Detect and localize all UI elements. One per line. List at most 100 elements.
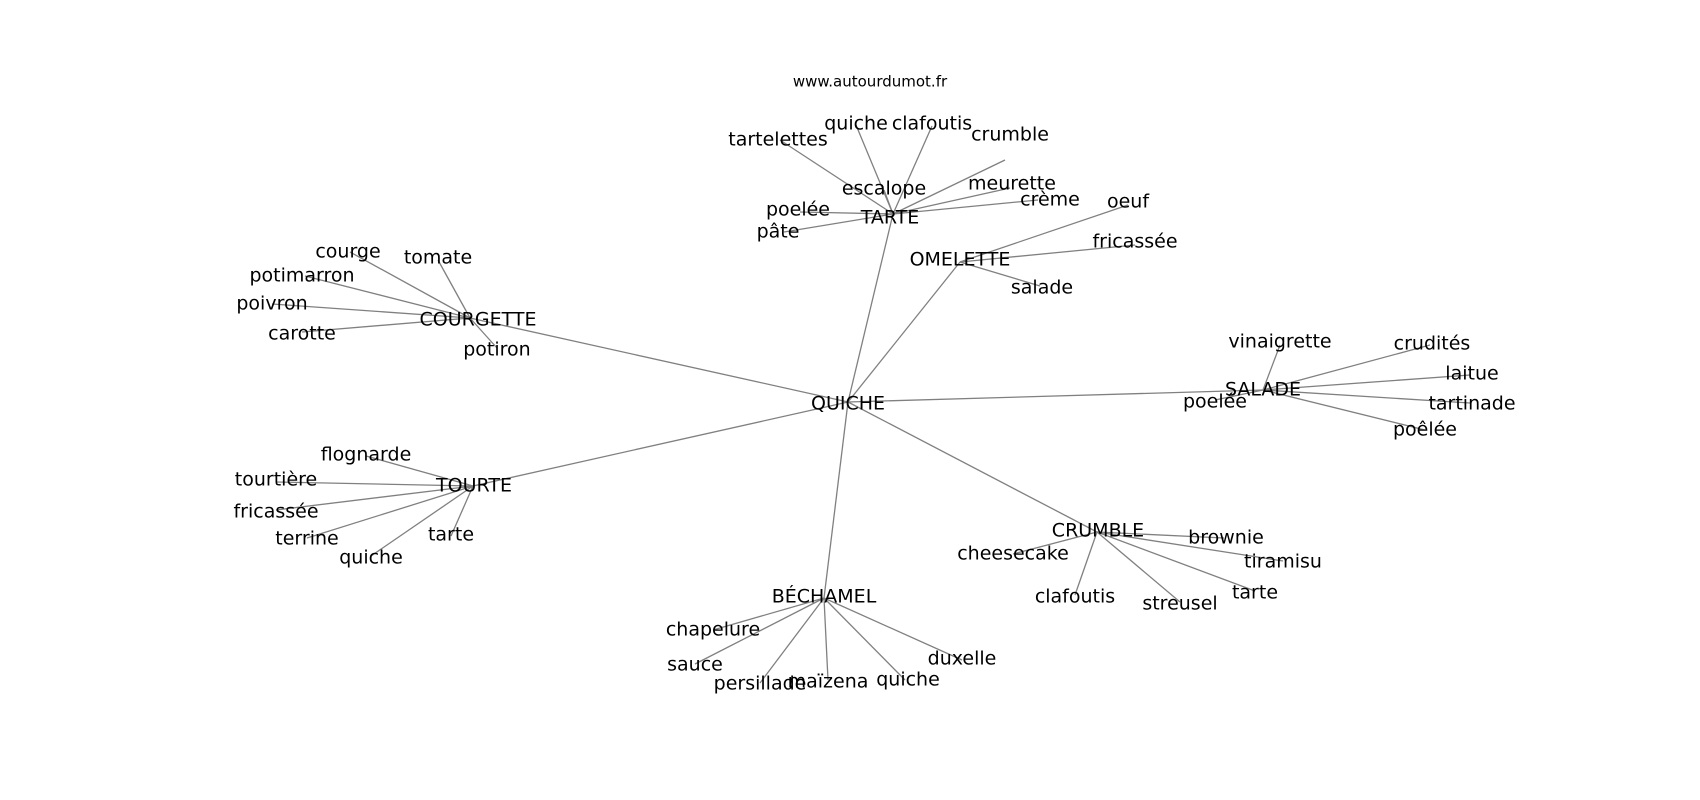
edge-omelette-leaf bbox=[959, 244, 1136, 263]
edge-tourte-leaf bbox=[275, 481, 474, 487]
leaf-label-omelette: oeuf bbox=[1107, 191, 1150, 213]
edge-center-tarte bbox=[847, 213, 894, 403]
edge-crumble-leaf bbox=[1096, 531, 1225, 539]
leaf-label-salade: poelée bbox=[1183, 391, 1247, 413]
leaf-label-bechamel: persillade bbox=[714, 673, 807, 695]
leaf-label-bechamel: maïzena bbox=[788, 671, 869, 693]
leaf-label-tourte: terrine bbox=[275, 528, 338, 550]
leaf-label-courgette: potimarron bbox=[249, 265, 354, 287]
leaf-label-crumble: brownie bbox=[1188, 527, 1264, 549]
leaf-label-salade: poêlée bbox=[1393, 419, 1457, 441]
leaf-label-omelette: fricassée bbox=[1092, 231, 1177, 253]
leaf-label-tarte: quiche bbox=[824, 113, 888, 135]
edge-crumble-leaf bbox=[1074, 531, 1098, 596]
leaf-label-tourte: tourtière bbox=[235, 469, 317, 491]
edge-tarte-leaf bbox=[779, 139, 894, 215]
edge-courgette-leaf bbox=[469, 317, 498, 349]
edge-center-courgette bbox=[469, 317, 849, 403]
edge-courgette-leaf bbox=[301, 317, 471, 333]
edge-salade-leaf bbox=[1262, 374, 1471, 391]
leaf-label-salade: crudités bbox=[1394, 333, 1471, 355]
edges-layer bbox=[271, 124, 1471, 684]
edge-tourte-leaf bbox=[450, 485, 474, 537]
leaf-label-salade: laitue bbox=[1445, 363, 1498, 385]
leaf-label-tarte: tartelettes bbox=[728, 129, 828, 151]
edge-omelette-leaf bbox=[959, 204, 1129, 263]
edge-bechamel-leaf bbox=[823, 597, 829, 681]
hub-label-crumble: CRUMBLE bbox=[1052, 520, 1144, 542]
edge-bechamel-leaf bbox=[712, 597, 825, 631]
leaf-label-courgette: poivron bbox=[236, 293, 307, 315]
leaf-label-tourte: flognarde bbox=[321, 444, 412, 466]
leaf-label-courgette: carotte bbox=[268, 323, 336, 345]
center-node-label: QUICHE bbox=[811, 393, 885, 415]
leaf-label-salade: vinaigrette bbox=[1228, 331, 1331, 353]
leaf-label-bechamel: chapelure bbox=[666, 619, 760, 641]
leaf-label-omelette: salade bbox=[1011, 277, 1073, 299]
edge-center-omelette bbox=[847, 261, 961, 403]
edge-crumble-leaf bbox=[1096, 531, 1284, 562]
edge-tourte-leaf bbox=[370, 485, 474, 557]
labels-layer: www.autourdumot.fr QUICHE TARTE tartelette… bbox=[233, 73, 1515, 695]
edge-tarte-leaf bbox=[892, 125, 933, 215]
edge-salade-leaf bbox=[1262, 389, 1426, 431]
edge-tarte-leaf bbox=[783, 213, 894, 233]
leaf-label-crumble: clafoutis bbox=[1035, 586, 1115, 608]
edge-bechamel-leaf bbox=[759, 597, 825, 684]
leaf-label-bechamel: quiche bbox=[876, 669, 940, 691]
leaf-label-bechamel: sauce bbox=[667, 654, 723, 676]
edge-courgette-leaf bbox=[437, 259, 471, 319]
hub-label-tarte: TARTE bbox=[860, 207, 920, 229]
leaf-label-crumble: tiramisu bbox=[1244, 551, 1322, 573]
leaf-label-salade: tartinade bbox=[1428, 393, 1515, 415]
leaf-label-crumble: tarte bbox=[1232, 582, 1278, 604]
leaf-label-tarte: crumble bbox=[971, 124, 1049, 146]
hub-label-tourte: TOURTE bbox=[435, 475, 512, 497]
leaf-label-crumble: streusel bbox=[1142, 593, 1217, 615]
leaf-label-tourte: fricassée bbox=[233, 501, 318, 523]
leaf-label-tarte: escalope bbox=[842, 178, 926, 200]
leaf-label-tourte: quiche bbox=[339, 547, 403, 569]
edge-crumble-leaf bbox=[1096, 531, 1181, 603]
edge-tarte-leaf bbox=[892, 199, 1039, 215]
edge-center-tourte bbox=[472, 401, 849, 487]
edge-center-bechamel bbox=[823, 401, 849, 599]
edge-bechamel-leaf bbox=[694, 597, 825, 665]
edge-crumble-leaf bbox=[1096, 531, 1256, 592]
edge-tarte-leaf bbox=[892, 187, 1011, 215]
edge-courgette-leaf bbox=[304, 275, 471, 319]
hub-label-salade: SALADE bbox=[1225, 379, 1301, 401]
edge-tourte-leaf bbox=[306, 485, 474, 539]
edge-tarte-leaf bbox=[799, 211, 894, 215]
source-url: www.autourdumot.fr bbox=[793, 73, 948, 91]
leaf-label-tarte: poelée bbox=[766, 199, 830, 221]
leaf-label-courgette: potiron bbox=[463, 339, 530, 361]
edge-crumble-leaf bbox=[1012, 531, 1098, 555]
leaf-label-courgette: courge bbox=[315, 241, 380, 263]
leaf-label-tarte: meurette bbox=[968, 173, 1056, 195]
edge-center-salade bbox=[847, 389, 1264, 403]
hub-label-courgette: COURGETTE bbox=[420, 309, 537, 331]
leaf-label-courgette: tomate bbox=[404, 247, 472, 269]
edge-salade-leaf bbox=[1262, 344, 1431, 391]
edge-salade-leaf bbox=[1262, 344, 1281, 391]
edge-center-crumble bbox=[847, 401, 1098, 533]
edge-courgette-leaf bbox=[271, 303, 471, 319]
edge-tarte-leaf bbox=[883, 189, 894, 215]
leaf-label-crumble: cheesecake bbox=[957, 543, 1069, 565]
leaf-label-tarte: pâte bbox=[757, 221, 800, 243]
edge-omelette-leaf bbox=[959, 261, 1041, 287]
edge-salade-leaf bbox=[1214, 389, 1264, 401]
edge-bechamel-leaf bbox=[823, 597, 963, 661]
hub-label-omelette: OMELETTE bbox=[910, 249, 1011, 271]
edge-tourte-leaf bbox=[275, 485, 474, 511]
leaf-label-tourte: tarte bbox=[428, 524, 474, 546]
edge-courgette-leaf bbox=[349, 251, 471, 319]
edge-bechamel-leaf bbox=[823, 597, 906, 681]
edge-tarte-leaf bbox=[892, 159, 1006, 215]
edge-salade-leaf bbox=[1262, 389, 1471, 404]
leaf-label-bechamel: duxelle bbox=[928, 648, 997, 670]
leaf-label-tarte: crème bbox=[1020, 189, 1080, 211]
leaf-label-tarte: clafoutis bbox=[892, 113, 972, 135]
